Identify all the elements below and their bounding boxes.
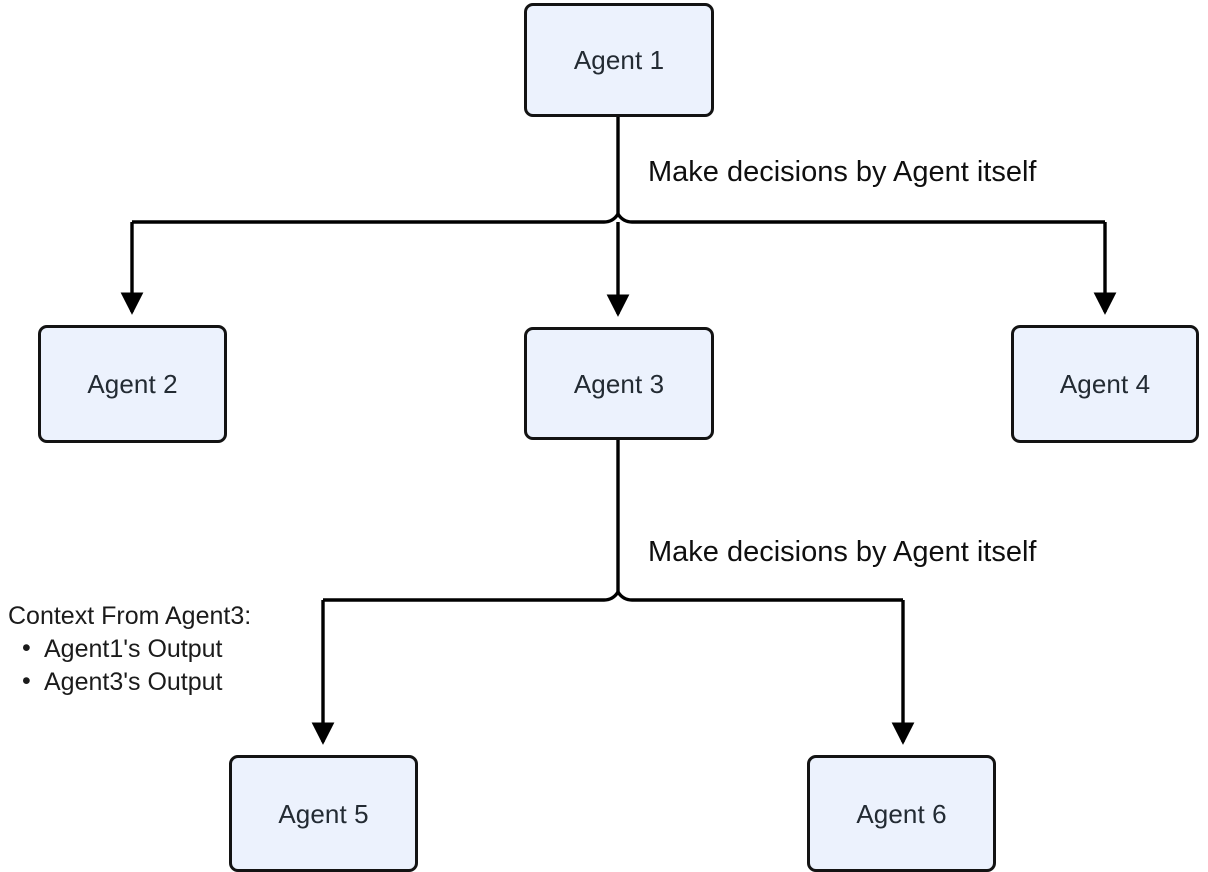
node-agent5[interactable]: Agent 5 bbox=[229, 755, 418, 872]
node-agent4[interactable]: Agent 4 bbox=[1011, 325, 1199, 443]
node-agent3[interactable]: Agent 3 bbox=[524, 327, 714, 440]
edge-label-level1: Make decisions by Agent itself bbox=[648, 156, 1037, 188]
node-agent2-label: Agent 2 bbox=[87, 369, 178, 399]
node-agent1-label: Agent 1 bbox=[573, 45, 665, 75]
node-agent6-label: Agent 6 bbox=[856, 798, 947, 829]
context-note-item: Agent3's Output bbox=[8, 669, 251, 695]
node-agent3-label: Agent 3 bbox=[573, 368, 665, 399]
node-agent5-label: Agent 5 bbox=[278, 798, 369, 829]
context-note: Context From Agent3: Agent1's Output Age… bbox=[8, 604, 251, 703]
node-agent2[interactable]: Agent 2 bbox=[38, 325, 227, 443]
context-note-list: Agent1's Output Agent3's Output bbox=[8, 636, 251, 695]
edge-fanout-bar-level1 bbox=[132, 212, 1105, 224]
edge-label-level2: Make decisions by Agent itself bbox=[648, 536, 1037, 568]
edge-fanout-bar-level2 bbox=[323, 590, 903, 602]
context-note-title: Context From Agent3: bbox=[8, 602, 252, 630]
node-agent4-label: Agent 4 bbox=[1059, 369, 1151, 399]
node-agent6[interactable]: Agent 6 bbox=[807, 755, 996, 872]
node-agent1[interactable]: Agent 1 bbox=[524, 3, 714, 117]
context-note-item: Agent1's Output bbox=[8, 636, 251, 662]
